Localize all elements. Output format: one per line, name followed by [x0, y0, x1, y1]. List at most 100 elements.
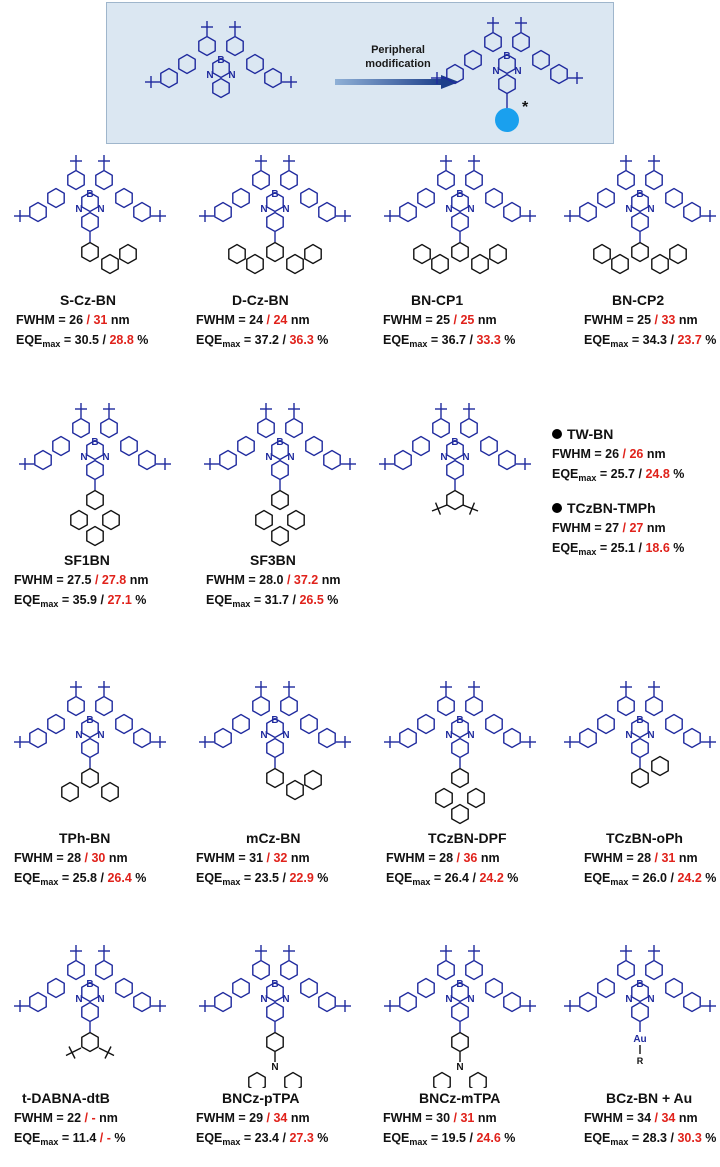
nitrogen-atom: N — [97, 994, 104, 1005]
fwhm-label: FWHM = — [584, 851, 638, 865]
separator: / — [651, 1111, 662, 1125]
boron-atom: B — [271, 979, 278, 990]
upper-ring-left — [67, 695, 85, 717]
separator: / — [263, 313, 274, 327]
compound-name: TCzBN-DPF — [428, 830, 507, 846]
fwhm-label: FWHM = — [14, 851, 68, 865]
nitrogen-atom: N — [260, 730, 267, 741]
central-ring — [446, 459, 464, 481]
eq-sign: = — [240, 333, 255, 347]
carbazole-ring — [52, 435, 70, 457]
separator: / — [91, 573, 102, 587]
carbazole-ring — [417, 187, 435, 209]
fluorene-ring — [451, 803, 469, 825]
nitrogen-atom: N — [97, 730, 104, 741]
separator: / — [635, 541, 646, 555]
fwhm-value-b: - — [91, 1111, 96, 1125]
eqe-value-a: 25.7 — [610, 467, 636, 481]
fwhm-line: FWHM = 27 / 27 nm — [552, 518, 684, 538]
eqe-value-a: 26.4 — [444, 871, 470, 885]
separator: / — [450, 313, 461, 327]
tbu-branch — [71, 1052, 76, 1059]
upper-ring-right — [465, 959, 483, 981]
aryl-ring — [81, 767, 99, 789]
fwhm-line: FWHM = 28.0 / 37.2 nm — [206, 570, 340, 590]
carbazole-ring — [115, 713, 133, 735]
eq-sign: = — [628, 1131, 643, 1145]
separator: / — [99, 333, 110, 347]
eqe-value-b: 26.5 — [299, 593, 324, 607]
outer-ring-right — [133, 727, 151, 749]
upper-ring-left — [252, 959, 270, 981]
aryl-ring — [451, 241, 469, 263]
fwhm-line: FWHM = 26 / 31 nm — [16, 310, 148, 330]
boron-atom: B — [217, 55, 224, 66]
outer-ring-left — [446, 63, 464, 85]
outer-ring-left — [34, 449, 52, 471]
fluorene-ring — [255, 509, 273, 531]
eqe-value-a: 25.1 — [610, 541, 636, 555]
carbazole-ring — [232, 977, 250, 999]
eqe-line: EQEmax = 25.7 / 24.8 % — [552, 464, 684, 484]
bn-ring — [212, 57, 230, 79]
fwhm-label: FWHM = — [14, 573, 68, 587]
fwhm-line: FWHM = 28 / 31 nm — [584, 848, 716, 868]
carbazole-ring — [665, 187, 683, 209]
unit-nm: nm — [474, 1111, 497, 1125]
bullet-icon — [552, 503, 562, 513]
eq-sign: = — [596, 541, 611, 555]
bn-ring — [271, 439, 289, 461]
carbazole-ring — [413, 243, 431, 265]
phenyl-ring — [248, 1071, 266, 1088]
unit-pct: % — [313, 1131, 329, 1145]
unit-nm: nm — [675, 313, 698, 327]
boron-atom: B — [456, 189, 463, 200]
unit-nm: nm — [107, 313, 130, 327]
bn-ring — [81, 191, 99, 213]
eq-sign: = — [628, 333, 643, 347]
eqe-label: EQE — [386, 871, 413, 885]
compound-name: BN-CP1 — [411, 292, 464, 308]
r-group: R — [637, 1056, 644, 1066]
eqe-value-a: 25.8 — [72, 871, 98, 885]
outer-ring-right — [133, 201, 151, 223]
carbazole-ring — [246, 253, 264, 275]
compound-name: TCzBN-TMPh — [552, 498, 684, 518]
nitrogen-atom: N — [260, 994, 267, 1005]
eqe-subscript: max — [610, 339, 629, 349]
tbu-branch — [107, 1046, 112, 1053]
fwhm-value-b: 36 — [463, 851, 478, 865]
compound-name: TPh-BN — [59, 830, 111, 846]
carbazole-ring — [304, 769, 322, 791]
fwhm-value-a: 28.0 — [259, 573, 284, 587]
upper-ring-left — [484, 31, 502, 53]
eqe-value-a: 28.3 — [642, 1131, 668, 1145]
fwhm-value-b: 27 — [629, 521, 644, 535]
carbazole-ring — [304, 243, 322, 265]
upper-ring-right — [645, 959, 663, 981]
eqe-subscript: max — [610, 877, 629, 887]
fwhm-value-b: 31 — [93, 313, 108, 327]
upper-ring-right — [280, 959, 298, 981]
upper-ring-right — [465, 695, 483, 717]
central-ring — [498, 73, 516, 95]
unit-pct: % — [669, 541, 685, 555]
separator: / — [635, 467, 646, 481]
central-ring — [212, 77, 230, 99]
outer-ring-left — [579, 201, 597, 223]
tbu-stem — [98, 1047, 109, 1054]
outer-ring-left — [399, 727, 417, 749]
nitrogen-atom: N — [625, 994, 632, 1005]
phenyl-ring — [101, 781, 119, 803]
separator: / — [453, 851, 464, 865]
upper-ring-left — [617, 959, 635, 981]
fwhm-line: FWHM = 28 / 30 nm — [14, 848, 146, 868]
carbazole-ring — [597, 713, 615, 735]
compound-name: mCz-BN — [246, 830, 301, 846]
carbazole-ring — [232, 713, 250, 735]
